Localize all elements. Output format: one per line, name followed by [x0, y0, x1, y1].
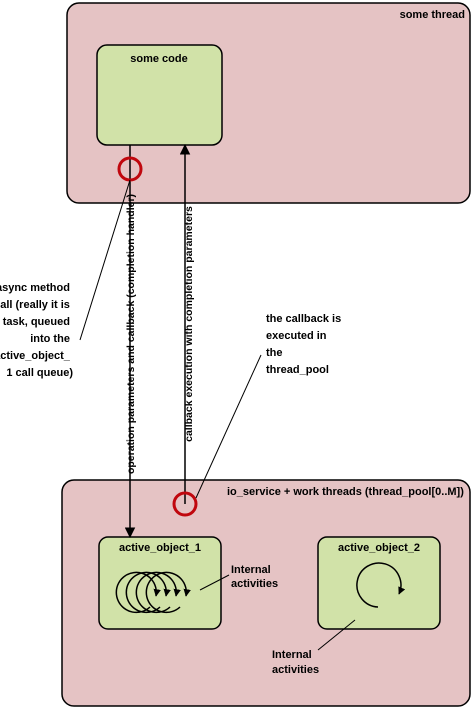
internal-2-leader — [317, 619, 356, 651]
active-object-2-label: active_object_2 — [338, 542, 420, 554]
internal-1-line: Internal — [231, 564, 271, 576]
some-code-box — [96, 44, 223, 146]
async-call-leader — [79, 179, 131, 341]
active-object-1-label: active_object_1 — [119, 542, 201, 554]
internal-activity-loop-2 — [356, 562, 406, 608]
some-code-label: some code — [130, 53, 187, 65]
callback-executed-line: the callback is — [266, 313, 341, 325]
internal-activity-loops-1 — [115, 571, 191, 614]
callback-executed-line: the — [266, 347, 283, 359]
operation-arrow-label: operation parameters and callback (compl… — [125, 194, 137, 474]
some-thread-label: some thread — [400, 9, 465, 21]
async-call-line: active_object_ — [0, 350, 71, 362]
callback-arrow-label: callback execution with completion param… — [183, 206, 195, 442]
callback-executed-annotation: the callback is executed in the thread_p… — [266, 313, 344, 376]
active-object-2-box — [317, 536, 441, 630]
async-call-annotation: async method call (really it is a task, … — [0, 282, 73, 379]
async-call-line: a task, queued — [0, 316, 70, 328]
internal-activities-1-annotation: Internal activities — [231, 564, 278, 590]
internal-1-line: activities — [231, 578, 278, 590]
async-call-line: into the — [30, 333, 70, 345]
io-service-label: io_service + work threads (thread_pool[0… — [227, 486, 464, 498]
async-call-line: async method — [0, 282, 70, 294]
internal-2-line: activities — [272, 664, 319, 676]
internal-activities-2-annotation: Internal activities — [272, 649, 319, 676]
async-call-line: 1 call queue) — [6, 367, 73, 379]
async-call-line: call (really it is — [0, 299, 70, 311]
callback-marker-circle — [172, 491, 198, 517]
callback-executed-leader — [195, 354, 262, 499]
active-object-1-box — [98, 536, 222, 630]
internal-2-line: Internal — [272, 649, 312, 661]
callback-executed-line: executed in — [266, 330, 327, 342]
internal-1-leader — [199, 574, 230, 591]
callback-executed-line: thread_pool — [266, 364, 329, 376]
